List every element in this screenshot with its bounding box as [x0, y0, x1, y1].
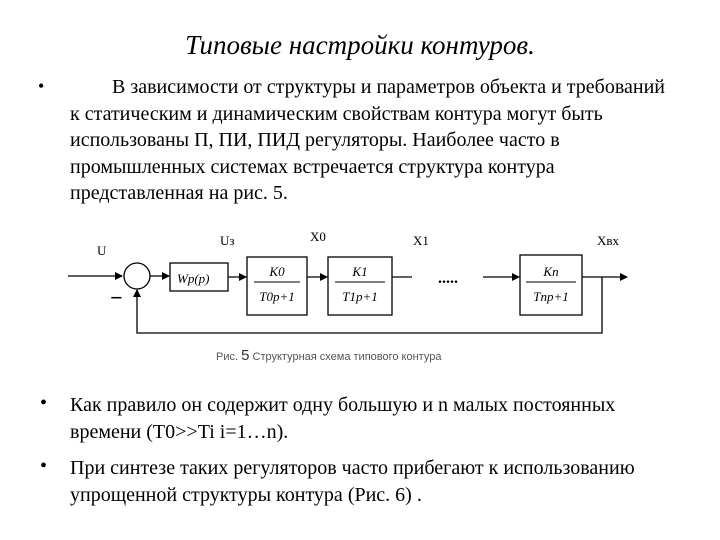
- figure-caption: Рис. 5 Структурная схема типового контур…: [216, 347, 442, 364]
- feedback-line: [133, 277, 603, 334]
- bullet-text-1: Как правило он содержит одну большую и n…: [70, 394, 616, 443]
- summing-junction: [123, 262, 151, 290]
- bullet-text-2: При синтезе таких регуляторов часто приб…: [70, 457, 635, 506]
- block-n-numerator: Kn: [542, 264, 558, 279]
- block-1-denominator: T1p+1: [342, 289, 378, 304]
- controller-label: Wр(p): [177, 271, 210, 286]
- block-0-numerator: K0: [268, 264, 285, 279]
- caption-prefix: Рис.: [216, 351, 238, 363]
- label-u: U: [97, 243, 107, 258]
- caption-text: Структурная схема типового контура: [253, 351, 443, 363]
- label-x0: X0: [310, 229, 326, 244]
- bullet-marker-1: •: [40, 392, 48, 414]
- block-1-numerator: K1: [351, 264, 367, 279]
- caption-number: 5: [241, 347, 249, 364]
- transfer-block-0: [246, 256, 308, 316]
- transfer-block-n: [519, 254, 583, 316]
- bullet-marker-2: •: [40, 455, 48, 477]
- slide-title: Типовые настройки контуров.: [185, 30, 535, 60]
- block-n-denominator: Tnp+1: [533, 289, 569, 304]
- bullet-marker-small: •: [38, 76, 45, 96]
- minus-sign: −: [110, 285, 123, 310]
- label-uz: Uз: [220, 233, 235, 248]
- transfer-block-1: [327, 256, 393, 316]
- ellipsis-blocks: .....: [438, 270, 458, 287]
- intro-paragraph: В зависимости от структуры и параметров …: [70, 74, 670, 207]
- intro-paragraph-text: В зависимости от структуры и параметров …: [70, 76, 665, 204]
- block-0-denominator: T0p+1: [259, 289, 295, 304]
- label-x1: X1: [413, 233, 429, 248]
- label-xvyh: Xвх: [597, 233, 620, 248]
